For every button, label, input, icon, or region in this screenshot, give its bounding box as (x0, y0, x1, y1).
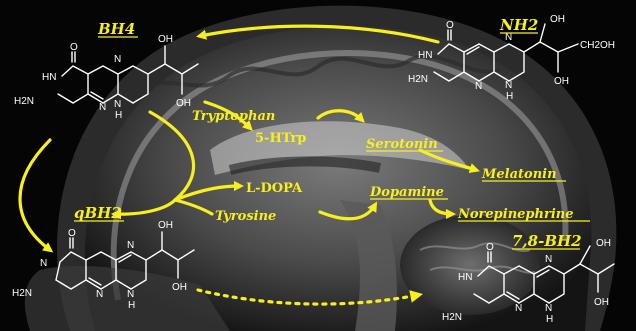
nh2-h: H (506, 91, 513, 102)
bh2-h: H (546, 314, 553, 325)
bh2-hn: HN (458, 272, 472, 283)
bh2-n-bottom: N (545, 303, 552, 314)
htrp-label: 5-HTrp (255, 131, 306, 146)
nh2-ch2oh: CH2OH (580, 40, 615, 51)
serotonin-label: Serotonin (366, 137, 438, 152)
tyrosine-label: Tyrosine (215, 209, 276, 224)
bh4-nh-bottom: N (114, 99, 121, 110)
bh2-n-ring: N (515, 303, 522, 314)
qbh2-h: H (128, 300, 135, 311)
nh2-n-ring: N (475, 81, 482, 92)
bh4-n: N (99, 102, 106, 113)
bh4-amine: H2N (14, 96, 34, 107)
qbh2-n-top: N (127, 240, 134, 251)
bh4-hn: HN (42, 72, 56, 83)
dopamine-label: Dopamine (369, 185, 444, 200)
qbh2-n-left: N (40, 258, 47, 269)
qbh2-n-ring: N (96, 289, 103, 300)
nh2-label: NH2 (499, 16, 538, 34)
tryptophan-label: Tryptophan (192, 109, 275, 124)
bh4-nh-top: N (114, 54, 121, 65)
bh4-label: BH4 (97, 20, 135, 38)
nh2-hydroxyl-top: OH (550, 14, 565, 25)
nh2-amine: H2N (408, 74, 428, 85)
qbh2-amine: H2N (12, 288, 32, 299)
qbh2-n-bottom: N (127, 289, 134, 300)
bh2-hydroxyl-top: OH (596, 238, 611, 249)
nh2-hydroxyl-bottom: OH (554, 76, 569, 87)
bh2-oxygen: O (486, 242, 494, 253)
nh2-oxygen: O (446, 20, 454, 31)
bh4-hydroxyl-bottom: OH (176, 98, 191, 109)
ldopa-label: L-DOPA (246, 181, 303, 196)
qbh2-label: qBH2 (74, 204, 122, 222)
bh4-oxygen: O (70, 42, 78, 53)
dihydrobiopterin-label: 7,8-BH2 (512, 232, 582, 250)
qbh2-hydroxyl-top: OH (158, 220, 173, 231)
bh4-hydroxyl-top: OH (158, 34, 173, 45)
bh4-h: H (115, 110, 122, 121)
norepinephrine-label: Norepinephrine (457, 207, 573, 222)
bh2-hydroxyl-bottom: OH (594, 297, 609, 308)
bh2-n-top: N (545, 254, 552, 265)
melatonin-label: Melatonin (481, 167, 557, 182)
bh2-amine: H2N (442, 312, 462, 323)
nh2-hn: HN (418, 50, 432, 61)
nh2-n-bottom: N (505, 80, 512, 91)
qbh2-oxygen: O (68, 228, 76, 239)
qbh2-hydroxyl-bottom: OH (172, 282, 187, 293)
